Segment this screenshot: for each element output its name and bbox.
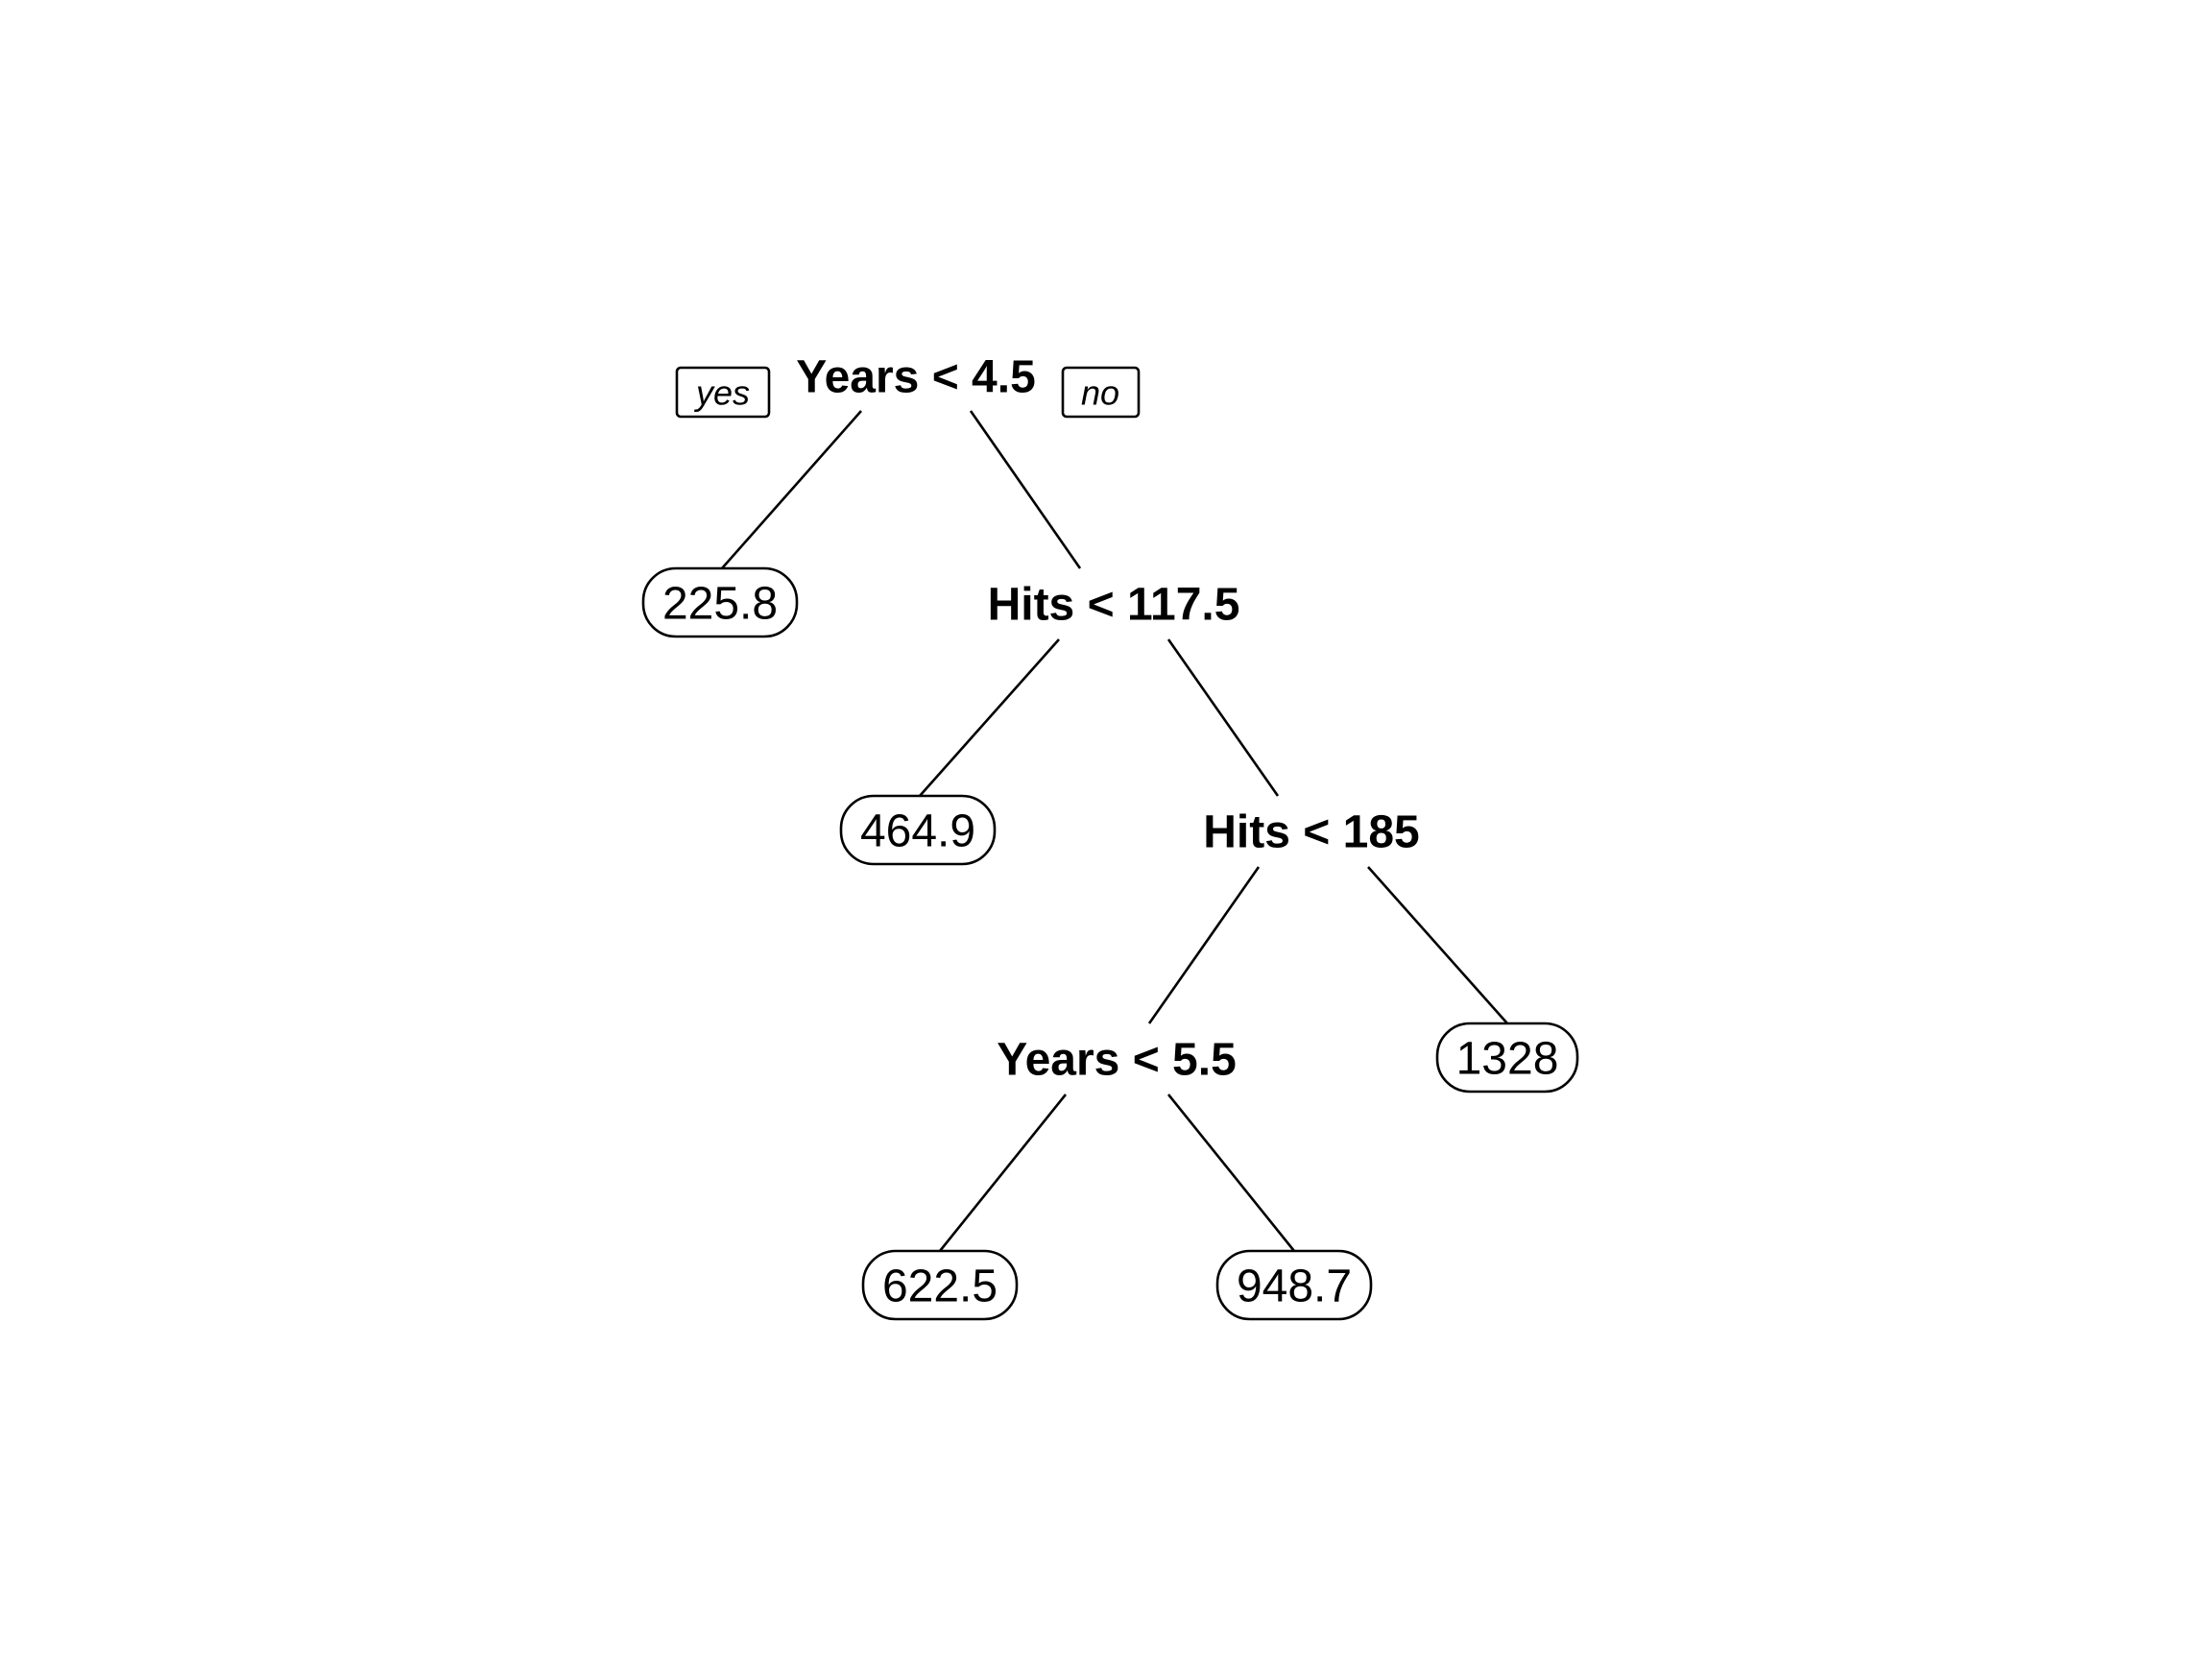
- split-node-hits-117-5: Hits < 117.5: [988, 580, 1240, 631]
- edge-n5-n6: [1147, 866, 1261, 1024]
- leaf-value: 1328: [1456, 1034, 1559, 1085]
- branch-no-label: no: [1061, 366, 1141, 419]
- leaf-node-225-8: 225.8: [641, 566, 799, 638]
- split-node-years-5-5: Years < 5.5: [997, 1035, 1237, 1086]
- edge-n1-n2: [721, 410, 862, 569]
- edge-n3-n5: [1166, 638, 1280, 797]
- edge-n6-n7: [938, 1094, 1068, 1252]
- edge-n3-n4: [919, 638, 1060, 797]
- tree-edges: [721, 410, 1508, 1252]
- leaf-node-948-7: 948.7: [1215, 1249, 1373, 1321]
- leaf-node-622-5: 622.5: [861, 1249, 1019, 1321]
- branch-yes-text: yes: [693, 373, 750, 413]
- branch-yes-label: yes: [675, 366, 771, 419]
- edge-n5-n9: [1367, 866, 1508, 1024]
- leaf-node-1328: 1328: [1435, 1022, 1579, 1094]
- leaf-value: 225.8: [662, 579, 778, 630]
- leaf-value: 464.9: [860, 806, 975, 857]
- edge-n1-n3: [969, 410, 1082, 569]
- branch-no-text: no: [1081, 373, 1119, 413]
- edge-n6-n8: [1166, 1094, 1296, 1252]
- split-node-years-4-5: Years < 4.5: [796, 352, 1036, 403]
- leaf-value: 622.5: [882, 1262, 998, 1312]
- leaf-value: 948.7: [1237, 1262, 1352, 1312]
- split-node-hits-185: Hits < 185: [1203, 807, 1419, 858]
- leaf-node-464-9: 464.9: [839, 794, 997, 866]
